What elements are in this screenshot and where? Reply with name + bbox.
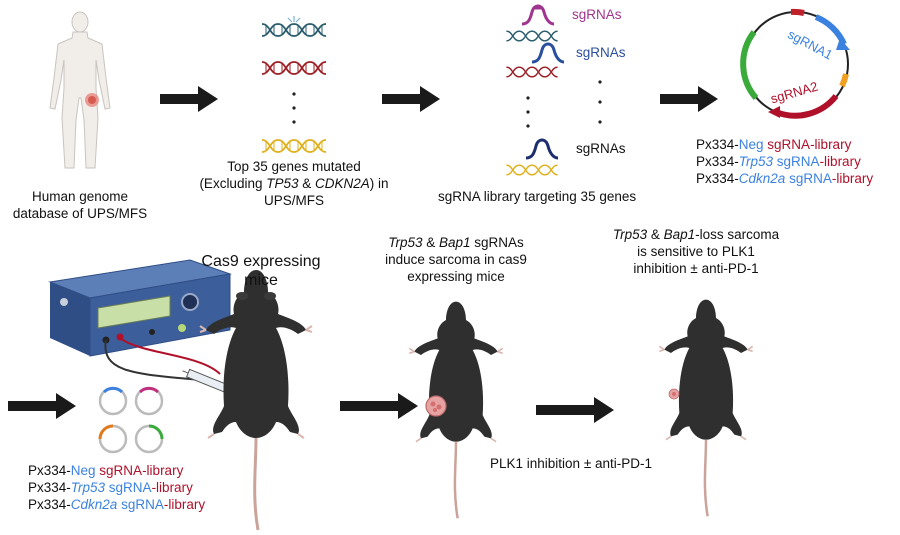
sgrna-icon — [521, 4, 555, 26]
vertical-ellipsis-icon — [292, 92, 296, 124]
tumor-icon — [425, 395, 447, 417]
top-lib-line-2: Px334-Trp53 sgRNA-library — [696, 154, 861, 169]
library-label: sgRNA library targeting 35 genes — [438, 189, 637, 204]
human-label-line2: database of UPS/MFS — [12, 206, 148, 221]
induce-label: Trp53 & Bap1 sgRNAs induce sarcoma in ca… — [366, 234, 546, 285]
plasmid-icon — [98, 424, 128, 454]
cas9-label: Cas9 expressing mice — [196, 252, 326, 290]
bottom-lib-line-1: Px334-Neg sgRNA-library — [28, 463, 184, 478]
sensitive-label-line3: inhibition ± anti-PD-1 — [633, 261, 759, 276]
bottom-lib-line-3: Px334-Cdkn2a sgRNA-library — [28, 497, 206, 512]
arrow-icon — [8, 393, 76, 419]
mutation-mark-icon — [287, 16, 301, 23]
induce-label-line2: induce sarcoma in cas9 — [385, 252, 527, 267]
sgrna-tag-2: sgRNAs — [576, 45, 626, 60]
vertical-ellipsis-icon — [526, 96, 530, 128]
human-label-line1: Human genome — [31, 189, 129, 204]
dna-icon — [261, 139, 327, 153]
top-library-list: Px334-Neg sgRNA-library Px334-Trp53 sgRN… — [696, 136, 873, 187]
tumor-icon — [668, 388, 680, 400]
genes-label: Top 35 genes mutated (Excluding TP53 & C… — [196, 158, 392, 209]
human-body-icon — [49, 11, 111, 169]
dna-icon — [506, 30, 558, 42]
sgrna-tag-3: sgRNAs — [576, 141, 626, 156]
plasmid-icon — [134, 424, 164, 454]
sensitive-label-line1: Trp53 & Bap1-loss sarcoma — [612, 227, 780, 242]
genes-label-line3: UPS/MFS — [263, 193, 324, 208]
plasmid-icon — [134, 386, 164, 416]
induce-label-line3: expressing mice — [407, 269, 505, 284]
vertical-ellipsis-icon — [598, 80, 602, 124]
human-genome-label: Human genome database of UPS/MFS — [10, 188, 150, 222]
mouse-icon — [658, 299, 754, 517]
dna-icon — [506, 66, 558, 78]
genes-label-line1: Top 35 genes mutated — [227, 159, 361, 174]
mouse-icon — [199, 270, 313, 531]
genes-label-line2: (Excluding TP53 & CDKN2A) in — [199, 176, 389, 191]
cas9-label-line2: mice — [244, 272, 278, 289]
dna-icon — [261, 61, 327, 75]
plk1-label: PLK1 inhibition ± anti-PD-1 — [490, 456, 652, 471]
electroporator-icon — [48, 259, 232, 357]
arrow-icon — [340, 393, 418, 419]
bottom-library-list: Px334-Neg sgRNA-library Px334-Trp53 sgRN… — [28, 462, 205, 513]
plasmid-icon — [740, 8, 850, 119]
top-lib-line-3: Px334-Cdkn2a sgRNA-library — [696, 171, 874, 186]
cas9-label-line1: Cas9 expressing — [201, 253, 321, 270]
bottom-lib-line-2: Px334-Trp53 sgRNA-library — [28, 480, 193, 495]
sgrna-icon — [525, 138, 559, 160]
arrow-icon — [660, 86, 718, 112]
plasmid-icon — [98, 386, 128, 416]
top-lib-line-1: Px334-Neg sgRNA-library — [696, 137, 852, 152]
induce-label-line1: Trp53 & Bap1 sgRNAs — [388, 235, 524, 250]
arrow-icon — [160, 86, 218, 112]
sensitive-label-line2: is sensitive to PLK1 — [637, 244, 755, 259]
dna-icon — [506, 164, 558, 176]
arrow-icon — [382, 86, 440, 112]
mouse-icon — [408, 301, 504, 519]
sensitive-label: Trp53 & Bap1-loss sarcoma is sensitive t… — [596, 226, 796, 277]
arrow-icon — [536, 397, 614, 423]
sgrna-tag-1: sgRNAs — [572, 7, 622, 22]
sgrna-icon — [531, 42, 565, 64]
dna-icon — [261, 23, 327, 37]
